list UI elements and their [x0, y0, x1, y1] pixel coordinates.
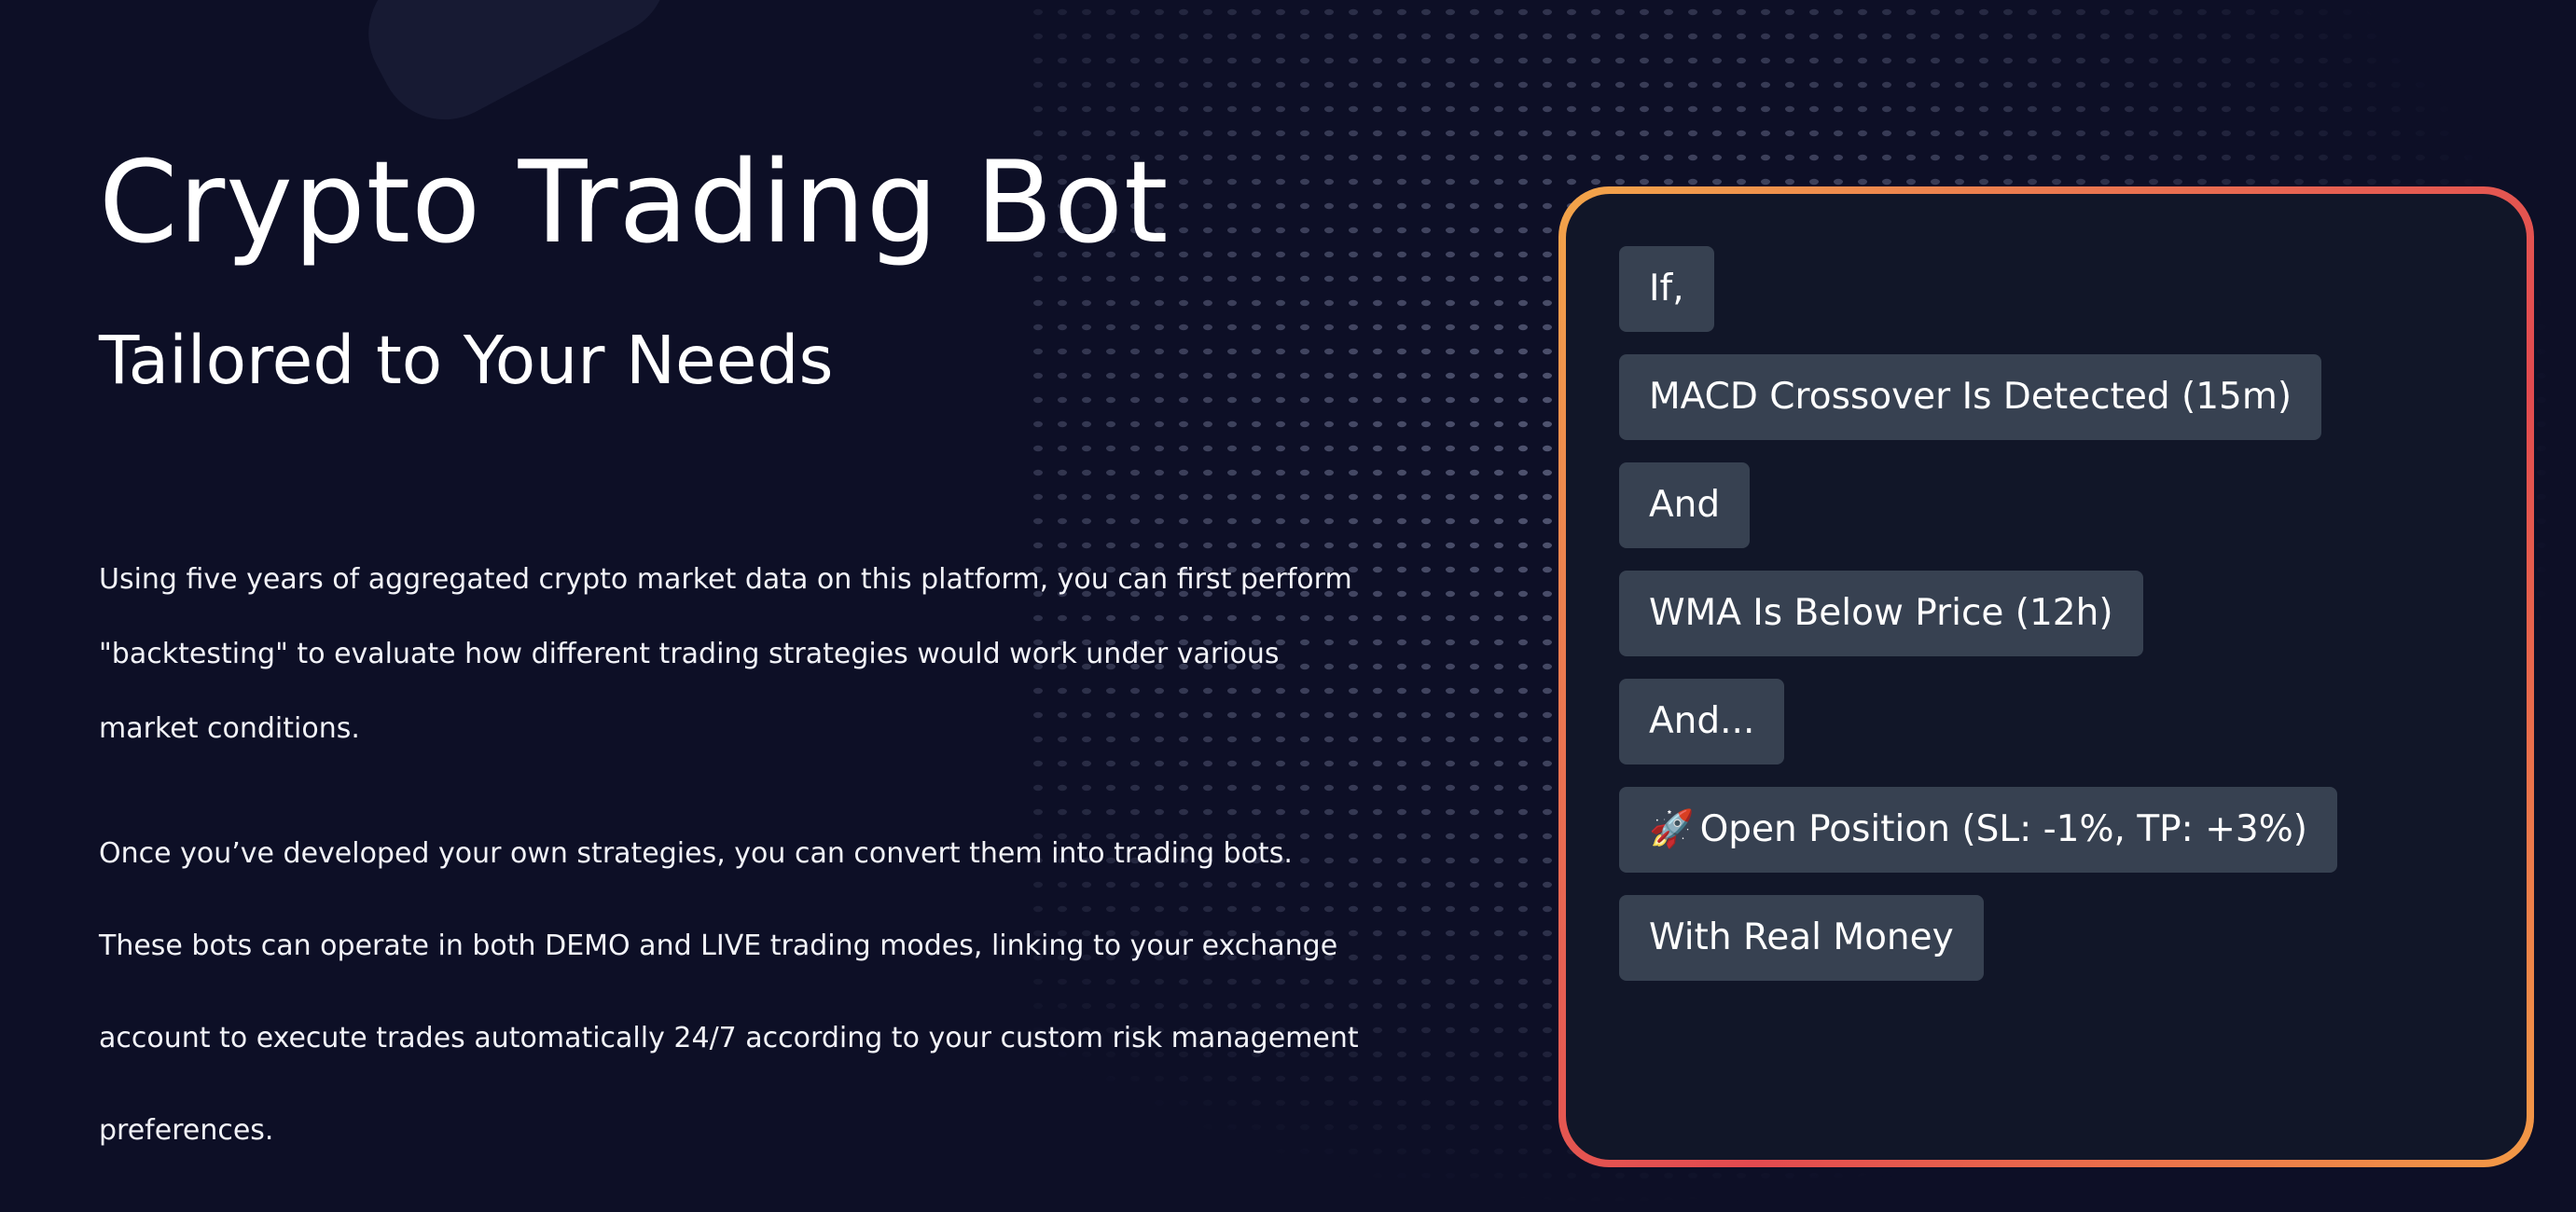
- rule-chip-and: And: [1619, 462, 1751, 548]
- rule-chip-real-money: With Real Money: [1619, 895, 1984, 981]
- rule-chip-open-position: 🚀Open Position (SL: -1%, TP: +3%): [1619, 787, 2337, 873]
- rule-chip-macd-condition: MACD Crossover Is Detected (15m): [1619, 354, 2322, 440]
- page-subtitle: Tailored to Your Needs: [99, 322, 834, 399]
- rule-chip-label: Open Position (SL: -1%, TP: +3%): [1699, 808, 2307, 850]
- bot-paragraph: Once you’ve developed your own strategie…: [99, 837, 1359, 1147]
- rule-chip-label: WMA Is Below Price (12h): [1649, 592, 2113, 634]
- strategy-rule-card-body: If, MACD Crossover Is Detected (15m) And…: [1566, 194, 2527, 1160]
- intro-paragraph: Using five years of aggregated crypto ma…: [99, 563, 1352, 745]
- rule-chip-label: If,: [1649, 268, 1684, 310]
- rule-chip-label: MACD Crossover Is Detected (15m): [1649, 376, 2292, 418]
- rule-chip-label: And: [1649, 484, 1721, 526]
- rule-chip-if: If,: [1619, 246, 1714, 332]
- background-shape: [345, 0, 690, 143]
- strategy-rule-card: If, MACD Crossover Is Detected (15m) And…: [1558, 186, 2534, 1167]
- rule-chip-label: And...: [1649, 700, 1755, 742]
- rule-chip-label: With Real Money: [1649, 916, 1954, 958]
- page-title: Crypto Trading Bot: [99, 137, 1170, 269]
- rule-chip-wma-condition: WMA Is Below Price (12h): [1619, 571, 2143, 656]
- rocket-icon: 🚀: [1649, 808, 1695, 850]
- rule-chip-and-more: And...: [1619, 679, 1785, 764]
